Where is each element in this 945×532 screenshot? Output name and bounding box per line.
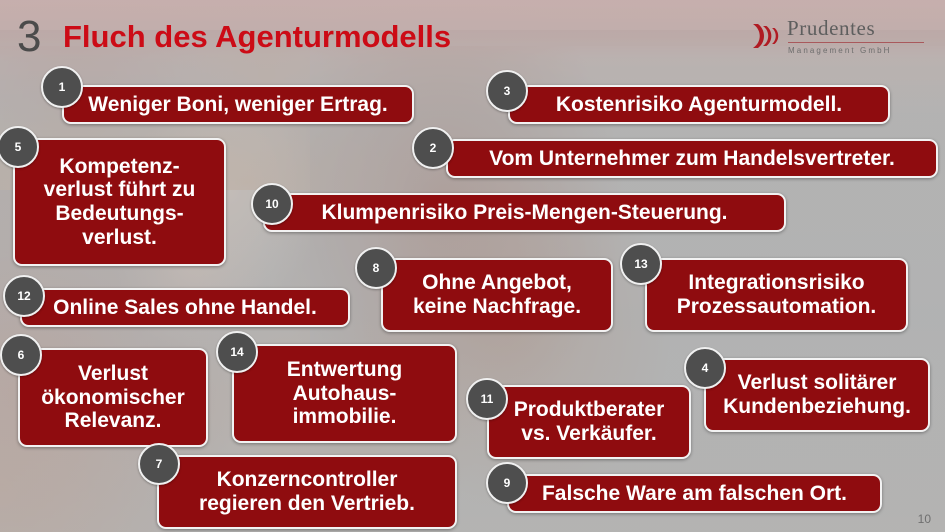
statement-box-7[interactable]: Konzerncontroller regieren den Vertrieb. [157,455,457,529]
statement-box-2[interactable]: Vom Unternehmer zum Handelsvertreter. [446,139,938,178]
statement-box-11[interactable]: Produktberater vs. Verkäufer. [487,385,691,459]
statement-badge-14[interactable]: 14 [216,331,258,373]
statement-badge-8[interactable]: 8 [355,247,397,289]
statement-text: Verlust [77,362,149,386]
statement-badge-1[interactable]: 1 [41,66,83,108]
statement-box-10[interactable]: Klumpenrisiko Preis-Mengen-Steuerung. [263,193,786,232]
statement-text: Weniger Boni, weniger Ertrag. [88,92,388,116]
slide-section-number: 3 [17,12,42,61]
statement-text: Kundenbeziehung. [723,395,911,418]
logo-company-subtitle: Management GmbH [788,46,892,55]
statement-text: regieren den Vertrieb. [199,492,415,515]
badge-number: 12 [17,289,31,303]
statement-badge-11[interactable]: 11 [466,378,508,420]
badge-number: 10 [265,197,279,211]
statement-text: Online Sales ohne Handel. [53,295,317,319]
logo-divider [788,42,924,43]
statement-badge-2[interactable]: 2 [412,127,454,169]
statement-text: vs. Verkäufer. [521,422,657,445]
statement-text: Kostenrisiko Agenturmodell. [555,92,843,116]
statement-text: Bedeutungs- [55,202,184,225]
statement-badge-4[interactable]: 4 [684,347,726,389]
statement-box-1[interactable]: Weniger Boni, weniger Ertrag. [62,85,414,124]
badge-number: 3 [503,84,511,98]
badge-number: 8 [372,261,380,275]
statement-text: Ohne Angebot, [422,271,572,295]
statement-text: Klumpenrisiko Preis-Mengen-Steuerung. [321,200,728,224]
statement-text: verlust führt zu [43,178,196,202]
badge-number: 9 [503,476,511,490]
statement-box-13[interactable]: Integrationsrisiko Prozessautomation. [645,258,908,332]
badge-number: 2 [429,141,437,155]
badge-number: 7 [155,457,163,471]
statement-box-6[interactable]: Verlust ökonomischer Relevanz. [18,348,208,447]
slide-number: 10 [917,512,931,526]
statement-text: verlust. [82,225,157,249]
badge-number: 6 [17,348,25,362]
statement-badge-3[interactable]: 3 [486,70,528,112]
statement-badge-5[interactable]: 5 [0,126,39,168]
statement-text: ökonomischer [41,385,185,409]
statement-text: Falsche Ware am falschen Ort. [541,481,847,505]
logo-company-name: Prudentes [787,16,876,40]
sound-waves-icon [753,24,779,48]
badge-number: 5 [14,140,22,154]
statement-box-3[interactable]: Kostenrisiko Agenturmodell. [508,85,890,124]
statement-text: Produktberater [513,398,665,422]
statement-badge-10[interactable]: 10 [251,183,293,225]
page-title: Fluch des Agenturmodells [63,19,452,54]
statement-text: Verlust solitärer [737,371,897,395]
statement-badge-6[interactable]: 6 [0,334,42,376]
statement-text: Konzerncontroller [216,468,398,492]
badge-number: 11 [480,392,494,406]
statement-badge-7[interactable]: 7 [138,443,180,485]
statement-text: Entwertung [286,358,403,382]
statement-text: Relevanz. [64,409,162,433]
statement-badge-9[interactable]: 9 [486,462,528,504]
badge-number: 4 [701,361,709,375]
statement-box-5[interactable]: Kompetenz- verlust führt zu Bedeutungs- … [13,138,226,266]
statement-text: Autohaus- [292,381,397,405]
statement-box-14[interactable]: Entwertung Autohaus- immobilie. [232,344,457,443]
statement-badge-13[interactable]: 13 [620,243,662,285]
statement-text: Kompetenz- [59,154,180,178]
badge-number: 1 [58,80,66,94]
statement-box-8[interactable]: Ohne Angebot, keine Nachfrage. [381,258,613,332]
statement-box-4[interactable]: Verlust solitärer Kundenbeziehung. [704,358,930,432]
statement-text: keine Nachfrage. [412,295,582,318]
statement-box-9[interactable]: Falsche Ware am falschen Ort. [507,474,882,513]
statement-text: Integrationsrisiko [688,271,865,295]
badge-number: 14 [230,345,244,359]
statement-badge-12[interactable]: 12 [3,275,45,317]
badge-number: 13 [634,257,648,271]
company-logo: Prudentes Management GmbH [749,17,927,61]
statement-box-12[interactable]: Online Sales ohne Handel. [20,288,350,327]
statement-text: Vom Unternehmer zum Handelsvertreter. [489,146,895,170]
statement-text: Prozessautomation. [676,295,877,318]
statement-text: immobilie. [292,405,397,429]
